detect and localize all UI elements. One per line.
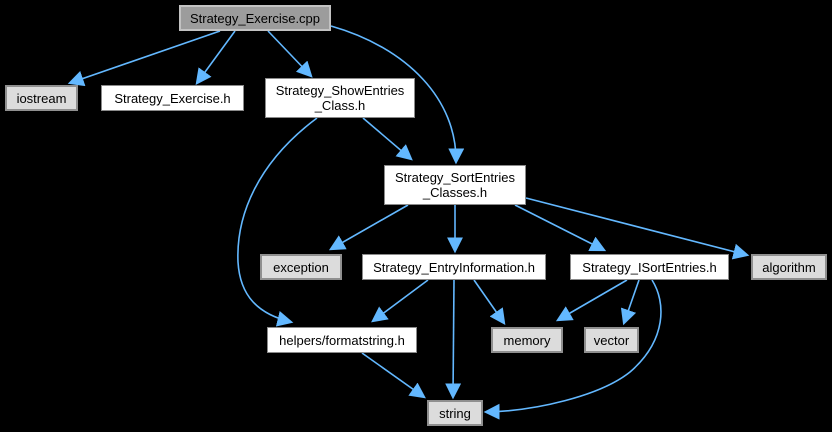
edge-strategy-isortentries-h-to-memory [555, 279, 628, 322]
edge-strategy-showentries-class-h-to-helpers-formatstring-h [237, 117, 318, 327]
node-label: _Classes.h [422, 185, 488, 200]
node-helpers-formatstring-h[interactable]: helpers/formatstring.h [267, 327, 417, 353]
node-label: memory [503, 332, 551, 348]
edge-strategy-showentries-class-h-to-strategy-sortentries-classes-h [362, 117, 413, 161]
node-algorithm[interactable]: algorithm [751, 254, 827, 280]
edge-strategy-sortentries-classes-h-to-exception [328, 204, 409, 251]
edge-strategy-sortentries-classes-h-to-strategy-isortentries-h [514, 204, 607, 252]
node-label: algorithm [762, 259, 816, 275]
node-strategy-sortentries-classes-h[interactable]: Strategy_SortEntries_Classes.h [384, 165, 526, 205]
node-label: Strategy_Exercise.cpp [189, 10, 321, 26]
edge-helpers-formatstring-h-to-string [361, 352, 426, 399]
node-iostream[interactable]: iostream [5, 85, 78, 111]
node-strategy-exercise-cpp[interactable]: Strategy_Exercise.cpp [179, 5, 331, 31]
node-vector[interactable]: vector [584, 327, 639, 353]
edge-strategy-entryinformation-h-to-helpers-formatstring-h [371, 279, 429, 323]
edge-strategy-isortentries-h-to-string [483, 279, 662, 420]
edge-strategy-entryinformation-h-to-memory [473, 279, 506, 325]
node-label: string [439, 405, 471, 421]
node-memory[interactable]: memory [491, 327, 563, 353]
node-exception[interactable]: exception [260, 254, 342, 280]
node-label: _Class.h [314, 98, 366, 113]
node-label: Strategy_ShowEntries [275, 83, 405, 98]
node-strategy-isortentries-h[interactable]: Strategy_ISortEntries.h [570, 254, 729, 280]
node-label: helpers/formatstring.h [279, 332, 405, 348]
edge-strategy-exercise-cpp-to-strategy-exercise-h [195, 30, 236, 85]
node-strategy-exercise-h[interactable]: Strategy_Exercise.h [101, 85, 244, 111]
edge-strategy-exercise-cpp-to-strategy-sortentries-classes-h [330, 25, 465, 165]
node-strategy-entryinformation-h[interactable]: Strategy_EntryInformation.h [362, 254, 546, 280]
node-strategy-showentries-class-h[interactable]: Strategy_ShowEntries_Class.h [265, 78, 415, 118]
node-label: exception [273, 259, 329, 275]
edge-strategy-entryinformation-h-to-string [445, 279, 462, 400]
node-label: Strategy_ISortEntries.h [582, 259, 717, 275]
edge-strategy-exercise-cpp-to-strategy-showentries-class-h [267, 30, 313, 78]
node-string[interactable]: string [427, 400, 483, 426]
edge-strategy-exercise-cpp-to-iostream [67, 30, 221, 87]
node-label: Strategy_EntryInformation.h [373, 259, 535, 275]
node-label: Strategy_SortEntries [395, 170, 515, 185]
node-label: Strategy_Exercise.h [114, 90, 231, 106]
edge-strategy-isortentries-h-to-vector [620, 279, 640, 326]
node-label: vector [593, 332, 630, 348]
edge-strategy-sortentries-classes-h-to-algorithm [525, 197, 750, 260]
node-label: iostream [16, 90, 67, 106]
